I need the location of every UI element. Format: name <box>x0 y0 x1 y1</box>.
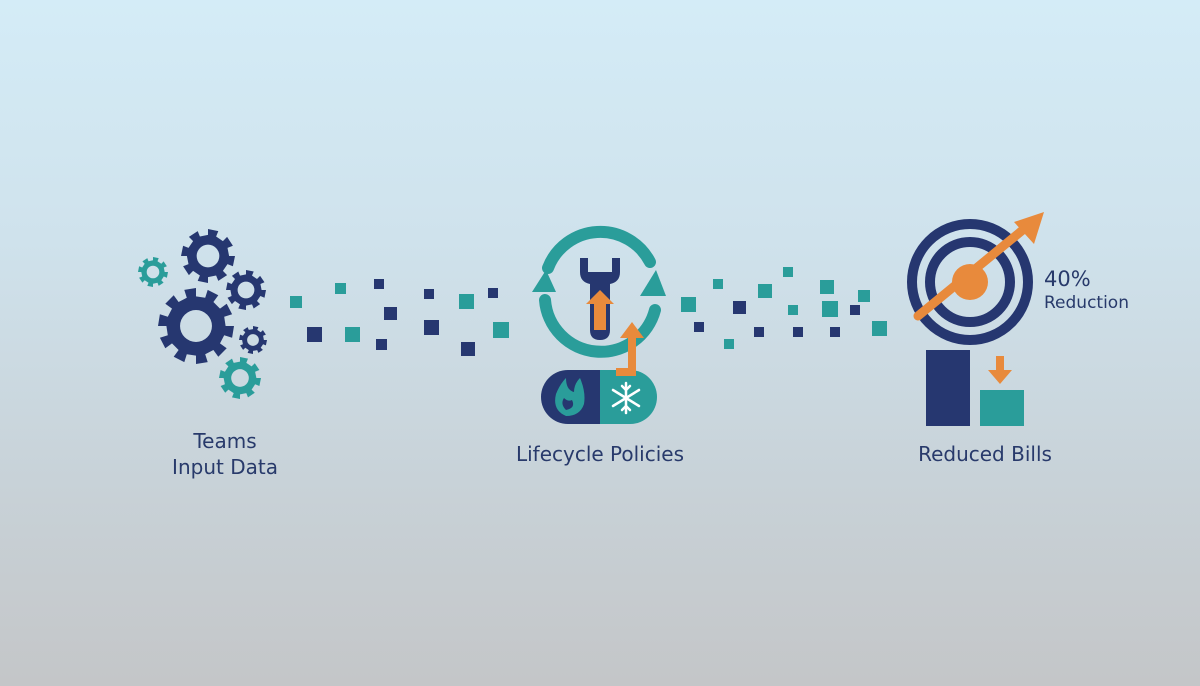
data-particle <box>384 307 397 320</box>
gear-icon <box>138 257 168 287</box>
data-particle <box>424 289 434 299</box>
data-particle <box>459 294 474 309</box>
data-particle <box>424 320 439 335</box>
data-particle <box>754 327 764 337</box>
hot-cold-storage-icon <box>541 370 657 424</box>
upgrade-arrow <box>616 334 636 376</box>
data-particle <box>820 280 834 294</box>
data-particle <box>488 288 498 298</box>
bar-after <box>980 390 1024 426</box>
data-particle <box>724 339 734 349</box>
data-particle <box>493 322 509 338</box>
data-particle <box>830 327 840 337</box>
data-flow-right <box>681 267 887 349</box>
data-particle <box>461 342 475 356</box>
snowflake-icon <box>611 381 641 415</box>
metric-label: Reduction <box>1044 293 1129 313</box>
stage-label-line: Teams <box>193 429 257 453</box>
cycle-arrow-bottom <box>539 294 661 358</box>
cycle-arrowhead-right <box>640 270 666 296</box>
stage-label-bills: Reduced Bills <box>900 441 1070 467</box>
data-flow-left <box>290 279 509 356</box>
gears-icon <box>138 229 267 399</box>
wrench-cycle-icon <box>532 225 666 424</box>
data-particle <box>376 339 387 350</box>
stage-label-teams: Teams Input Data <box>150 428 300 480</box>
gear-icon <box>158 288 234 364</box>
data-particle <box>793 327 803 337</box>
cycle-arrowhead-left <box>532 270 556 292</box>
cycle-arrow-top <box>542 225 656 274</box>
data-particle <box>783 267 793 277</box>
data-particle <box>290 296 302 308</box>
data-particle <box>681 297 696 312</box>
data-particle <box>733 301 746 314</box>
data-particle <box>858 290 870 302</box>
data-particle <box>345 327 360 342</box>
gear-icon <box>181 229 235 283</box>
reduction-metric: 40% Reduction <box>1044 266 1184 314</box>
stage-label-lifecycle: Lifecycle Policies <box>500 441 700 467</box>
target-chart-icon <box>907 212 1044 426</box>
data-particle <box>758 284 772 298</box>
stage-label-line: Lifecycle Policies <box>515 442 685 466</box>
wrench-icon <box>580 258 620 340</box>
gear-icon <box>239 326 267 354</box>
data-particle <box>850 305 860 315</box>
bar-before <box>926 350 970 426</box>
stage-label-line: Reduced Bills <box>918 442 1052 466</box>
data-particle <box>307 327 322 342</box>
trend-arrow <box>913 219 1035 321</box>
data-particle <box>335 283 346 294</box>
gear-icon <box>226 270 266 310</box>
gear-icon <box>219 357 261 399</box>
stage-label-line: Input Data <box>172 455 278 479</box>
data-particle <box>872 321 887 336</box>
metric-value: 40% <box>1044 267 1091 291</box>
data-particle <box>788 305 798 315</box>
data-particle <box>374 279 384 289</box>
data-particle <box>822 301 838 317</box>
flame-icon <box>555 378 585 416</box>
data-particle <box>713 279 723 289</box>
data-particle <box>694 322 704 332</box>
